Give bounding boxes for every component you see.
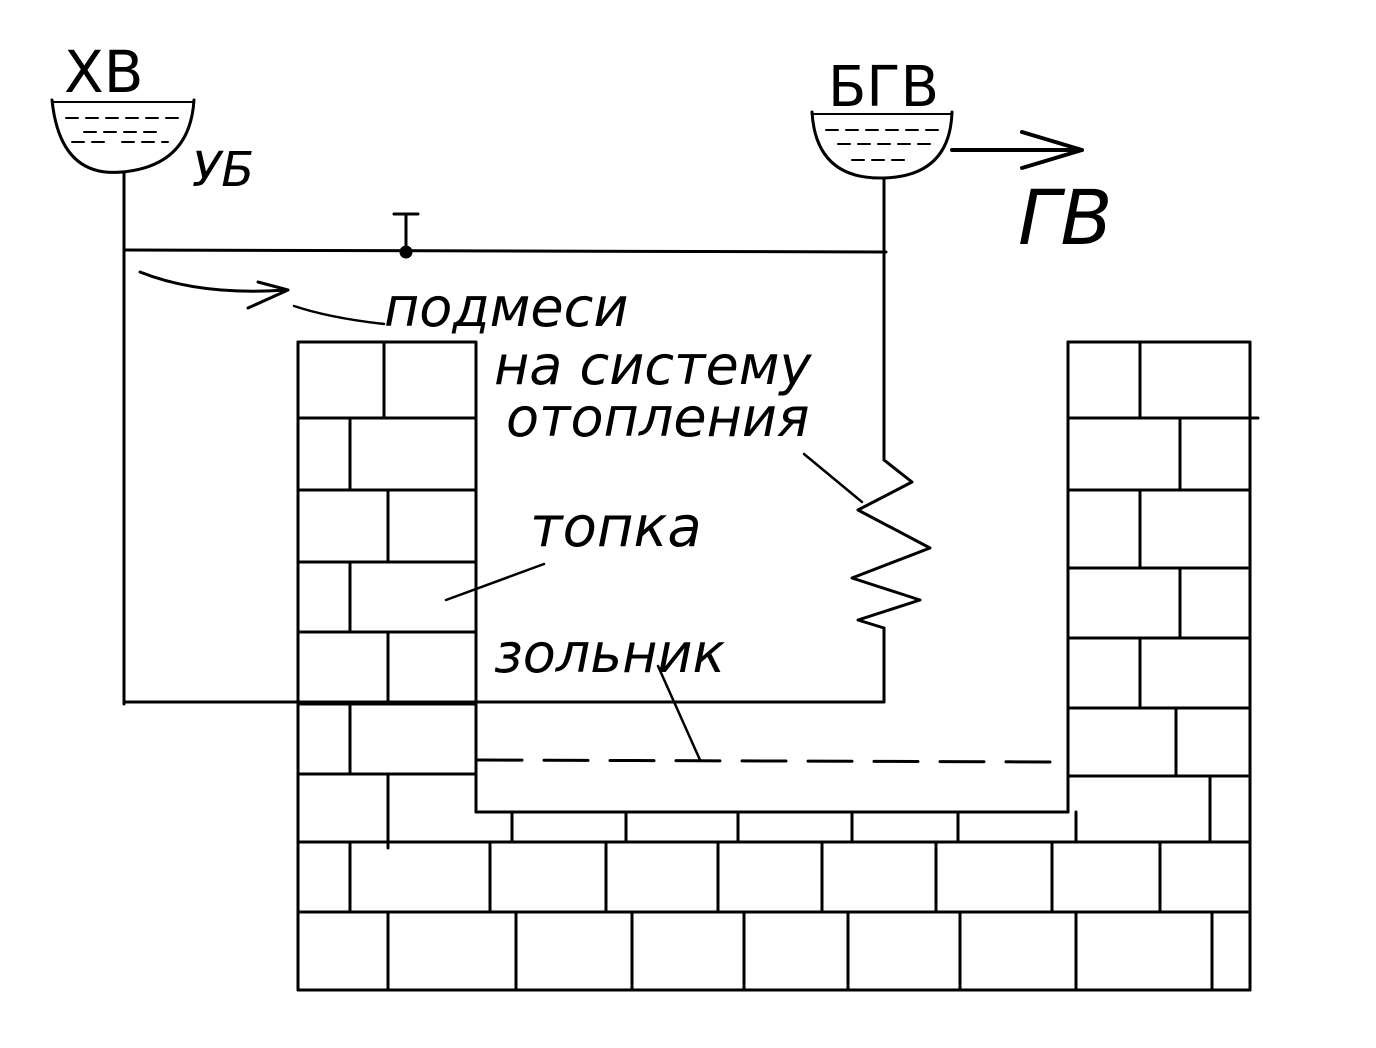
hot-water-label: ГВ (1018, 173, 1112, 262)
base-joints (348, 810, 1214, 992)
heating-label-line1: на систему (494, 334, 812, 397)
ashpit-leader (656, 664, 702, 762)
cold-water-tank (50, 98, 196, 174)
hot-tank-water (825, 129, 945, 161)
hot-water-tank (810, 110, 954, 180)
ashpit-label: зольник (494, 622, 725, 685)
mixing-pipe (122, 248, 888, 254)
left-wall (296, 340, 478, 814)
piping (50, 98, 1084, 762)
mixing-arrow (138, 270, 290, 310)
heating-coil (850, 458, 932, 630)
labels: ХВ УБ БГВ ГВ подмеси на систему отоплени… (64, 38, 1112, 685)
firebox-leader (444, 562, 546, 602)
heating-label-line2: отопления (506, 386, 809, 449)
left-course (296, 416, 478, 776)
hot-water-arrow (950, 130, 1084, 170)
left-joints (348, 340, 390, 850)
heating-leader (802, 452, 864, 504)
cold-tank-water (65, 117, 181, 143)
mixing-label: подмеси (384, 276, 628, 339)
firebox-label: топка (530, 495, 702, 560)
right-wall (1066, 340, 1252, 992)
base-course (296, 840, 1252, 914)
cold-water-label: ХВ (64, 38, 144, 106)
hot-tank-label: БГВ (828, 55, 939, 120)
stove-masonry (296, 340, 1260, 992)
grate-dashed-line (476, 758, 1068, 764)
tank-code-label: УБ (192, 142, 254, 198)
right-joints (1138, 340, 1212, 844)
right-course (1066, 416, 1260, 778)
mixing-leader (292, 304, 386, 326)
valve-body (399, 245, 413, 259)
